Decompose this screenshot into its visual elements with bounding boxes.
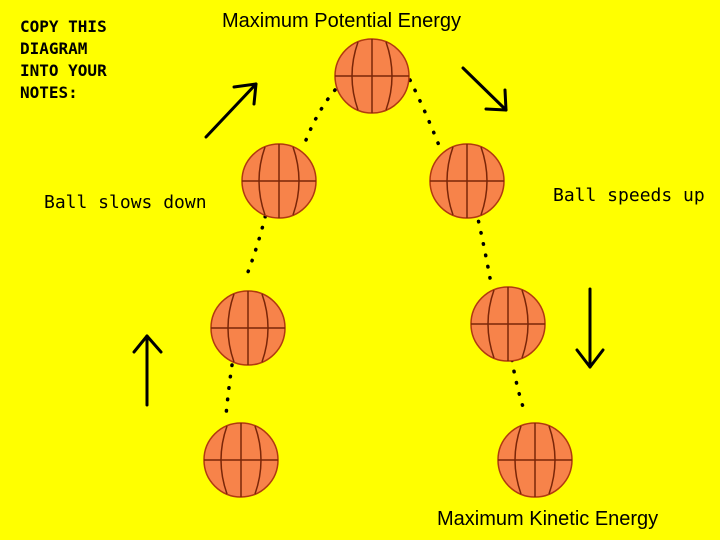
arrow-up-right-icon [204,82,258,139]
dotted-trajectory [224,78,526,417]
basketball-middle-right [470,286,546,362]
arrow-up-icon [132,334,163,407]
arrow-down-icon [575,287,605,369]
basketball-bottom-left [203,422,279,498]
basketball-top [334,38,410,114]
basketball-bottom-right [497,422,573,498]
ball-speeds-up-label: Ball speeds up [553,185,705,206]
max-kinetic-energy-label: Maximum Kinetic Energy [437,508,659,530]
basketball-upper-left [241,143,317,219]
basketball-middle-left [210,290,286,366]
ball-slows-down-label: Ball slows down [44,192,207,213]
arrow-down-right-icon [461,66,508,112]
basketball-upper-right [429,143,505,219]
instruction-note: COPY THIS DIAGRAM INTO YOUR NOTES: [20,17,107,102]
max-potential-energy-label: Maximum Potential Energy [222,10,461,32]
